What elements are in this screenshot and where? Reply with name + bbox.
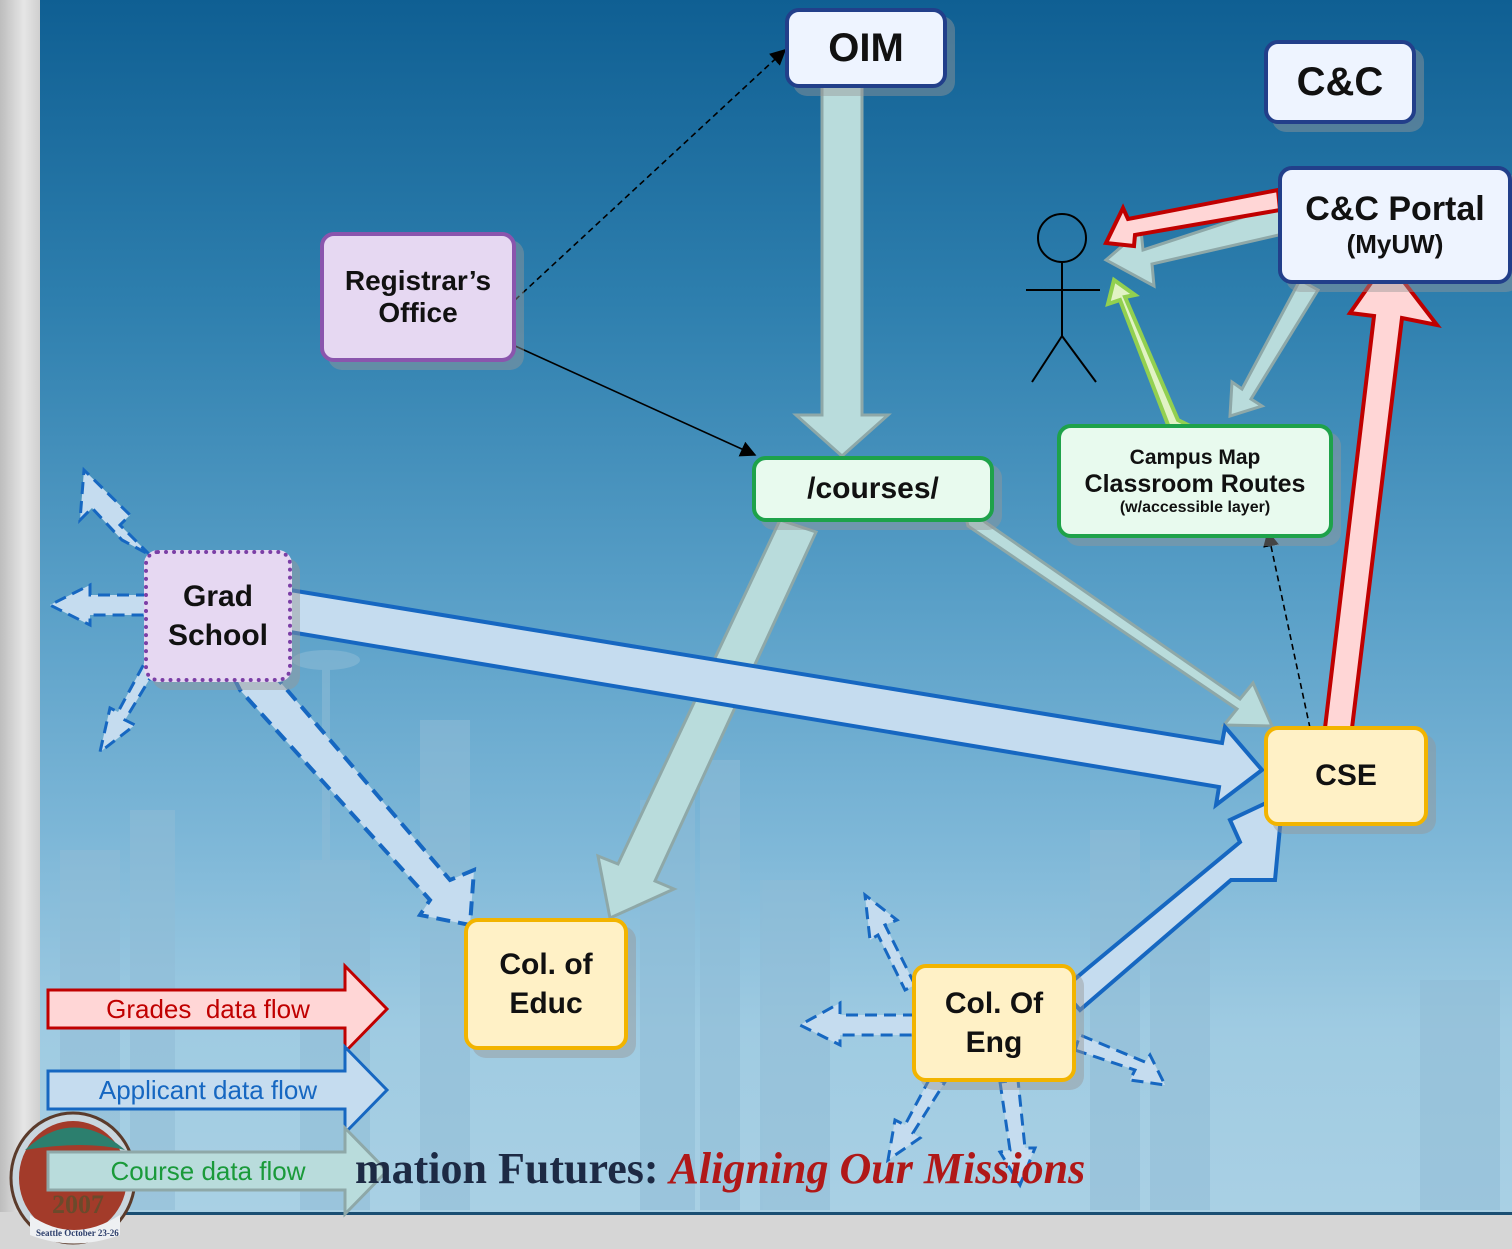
node-campus-map-line3: (w/accessible layer)	[1119, 498, 1271, 516]
legend-grades-arrow	[46, 962, 390, 1056]
node-col-of-eng-line2: Eng	[965, 1026, 1023, 1059]
course-flow-portal-to-person	[1103, 202, 1285, 289]
logo-city: Seattle October 23-26	[36, 1228, 119, 1238]
left-margin-bar	[0, 0, 40, 1249]
node-campus-map-line2: Classroom Routes	[1084, 469, 1306, 498]
node-cc-portal: C&C Portal (MyUW)	[1278, 166, 1512, 284]
node-oim-label: OIM	[828, 25, 904, 70]
footer-tagline-accent: Aligning Our Missions	[669, 1144, 1086, 1193]
node-campus-map-line1: Campus Map	[1129, 445, 1261, 469]
node-cc: C&C	[1264, 40, 1416, 124]
legend-course-arrow	[46, 1124, 390, 1218]
node-col-of-eng: Col. Of Eng	[912, 964, 1076, 1082]
node-courses: /courses/	[752, 456, 994, 522]
node-cse-label: CSE	[1315, 759, 1377, 792]
applicant-flow-grad-to-cse	[288, 587, 1265, 810]
grades-flow-portal-to-person	[1102, 187, 1283, 249]
footer-tagline-start: mation Futures:	[355, 1144, 670, 1193]
legend-grades-label: Grades data flow	[106, 994, 310, 1024]
course-flow-portal-to-campusmap	[1228, 277, 1321, 419]
cse-to-campusmap-dashed-line	[1263, 530, 1311, 729]
course-flow-oim-to-courses	[792, 84, 892, 459]
node-grad-school-line2: School	[167, 619, 268, 652]
legend-applicant-arrow	[46, 1043, 390, 1137]
registrar-to-courses-line	[512, 344, 757, 457]
user-stick-figure	[1026, 213, 1100, 383]
course-flow-courses-to-educ	[596, 518, 819, 921]
node-courses-label: /courses/	[807, 472, 939, 505]
node-col-of-eng-line1: Col. Of	[944, 987, 1044, 1020]
node-cc-label: C&C	[1296, 59, 1384, 104]
node-registrar-line2: Office	[378, 297, 458, 328]
applicant-flow-eng-outward	[796, 891, 1168, 1189]
logo-year: 2007	[52, 1190, 104, 1219]
node-campus-map: Campus Map Classroom Routes (w/accessibl…	[1057, 424, 1333, 538]
registrar-to-oim-dashed-line	[514, 48, 787, 301]
bottom-margin-bar	[0, 1212, 1512, 1249]
node-col-of-educ-line1: Col. of	[499, 948, 593, 981]
legend-course-label: Course data flow	[110, 1156, 306, 1186]
node-cc-portal-label: C&C Portal	[1305, 190, 1485, 228]
footer-tagline: mation Futures: Aligning Our Missions	[355, 1143, 1085, 1194]
node-col-of-educ-line2: Educ	[509, 987, 583, 1020]
applicant-flow-grad-outward	[46, 466, 157, 756]
node-registrar: Registrar’s Office	[320, 232, 516, 362]
node-cc-portal-sublabel: (MyUW)	[1346, 229, 1444, 259]
node-oim: OIM	[785, 8, 947, 88]
node-registrar-line1: Registrar’s	[344, 265, 492, 296]
grades-flow-cse-to-portal	[1322, 256, 1442, 730]
node-col-of-educ: Col. of Educ	[464, 918, 628, 1050]
legend-applicant-label: Applicant data flow	[98, 1075, 318, 1105]
node-grad-school-line1: Grad	[182, 580, 254, 613]
node-grad-school: Grad School	[144, 550, 292, 682]
map-flow-campusmap-to-person	[1105, 276, 1194, 433]
node-cse: CSE	[1264, 726, 1428, 826]
